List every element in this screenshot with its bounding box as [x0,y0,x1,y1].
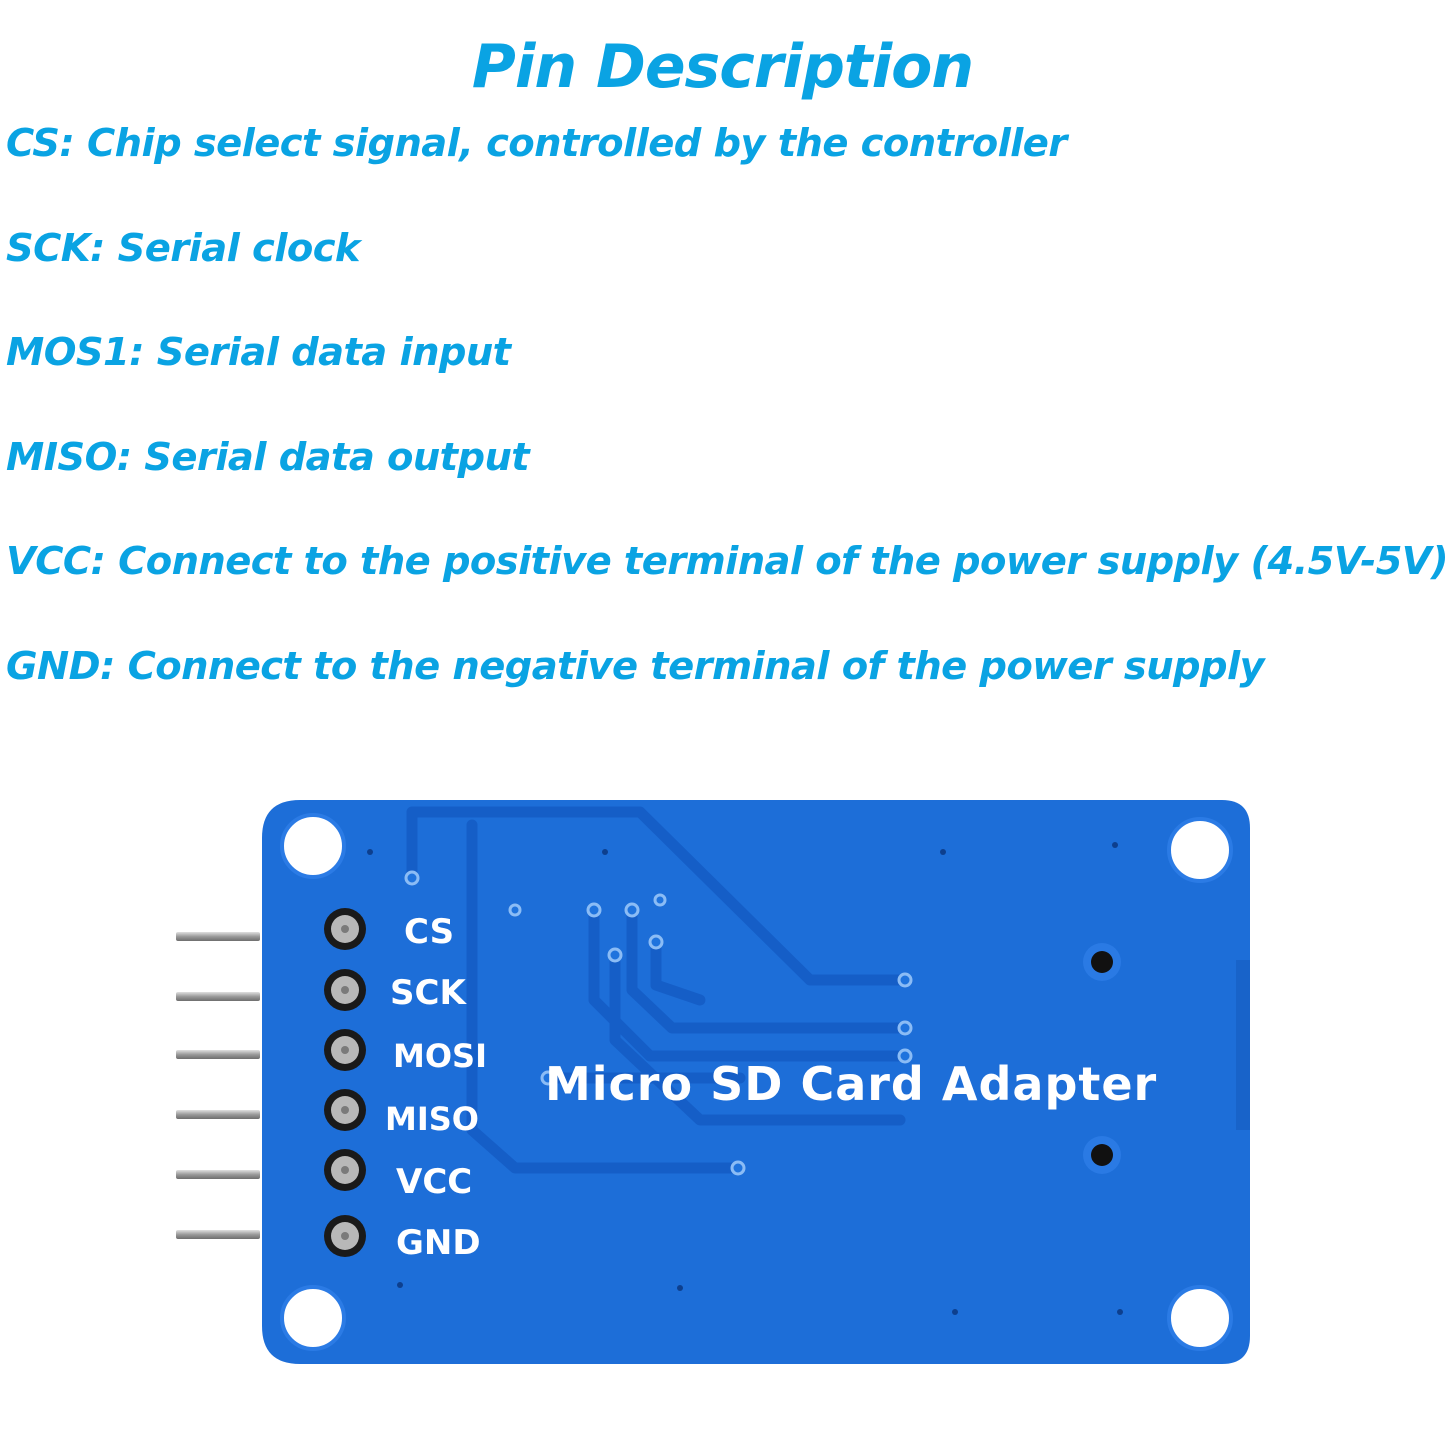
header-solder-pads [324,908,366,1257]
pcb-test-dots [367,842,1123,1315]
mounting-hole [1167,1285,1233,1351]
dot [1112,842,1118,848]
pcb-edge-strip [1236,960,1250,1130]
via [508,903,522,917]
page-title: Pin Description [471,32,974,102]
dot [952,1309,958,1315]
pin-label-sck: SCK [390,973,467,1013]
dot [367,849,373,855]
pin-label-miso: MISO [385,1100,479,1138]
via [897,972,913,988]
header-pins [176,932,260,1239]
pcb-traces [406,806,911,1174]
via [648,934,664,950]
desc-sck: SCK: Serial clock [6,225,361,271]
desc-gnd: GND: Connect to the negative terminal of… [6,643,1265,689]
dot [602,849,608,855]
dot [677,1285,683,1291]
silkscreen-pin-labels: CS SCK MOSI MISO VCC GND [385,912,487,1263]
connector-pads [1083,943,1121,1174]
header-pin [176,1050,260,1059]
dot [940,849,946,855]
via [653,893,667,907]
desc-mosi: MOS1: Serial data input [6,330,511,375]
header-pin [176,932,260,941]
black-pad [1091,1144,1113,1166]
via [607,947,623,963]
dot [1117,1309,1123,1315]
desc-miso: MISO: Serial data output [6,434,530,480]
pin-label-gnd: GND [396,1223,481,1263]
via [624,902,640,918]
pin-description-list: CS: Chip select signal, controlled by th… [6,118,1445,745]
via [897,1020,913,1036]
dot [397,1282,403,1288]
pcb-vias [404,870,913,1176]
header-pin [176,1230,260,1239]
pin-label-vcc: VCC [396,1162,472,1202]
via [586,902,602,918]
pin-label-cs: CS [404,912,454,952]
desc-cs: CS: Chip select signal, controlled by th… [6,121,1067,166]
header-pin [176,992,260,1001]
via [730,1160,746,1176]
via [540,1070,556,1086]
board-label: Micro SD Card Adapter [545,1057,1157,1111]
pcb-body [262,800,1250,1364]
header-pin [176,1170,260,1179]
mounting-hole [280,813,346,879]
mounting-holes [280,813,1233,1351]
mounting-hole [280,1285,346,1351]
desc-vcc: VCC: Connect to the positive terminal of… [6,539,1445,584]
mounting-hole [1167,817,1233,883]
pin-label-mosi: MOSI [393,1037,487,1075]
header-pin [176,1110,260,1119]
via [404,870,420,886]
via [897,1048,913,1064]
black-pad [1091,951,1113,973]
